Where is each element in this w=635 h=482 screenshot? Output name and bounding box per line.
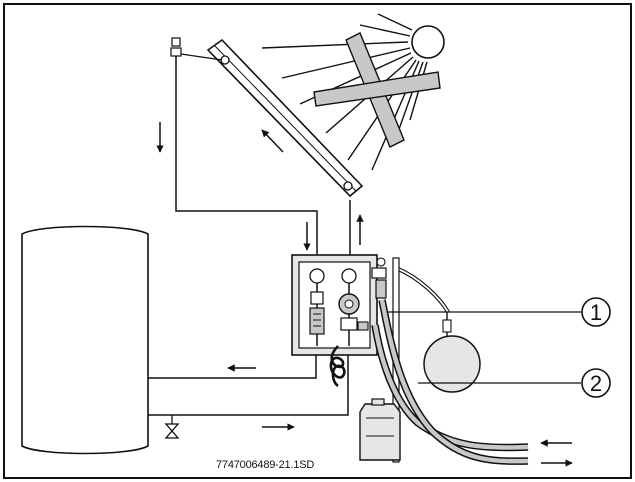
air-vent-icon (170, 37, 223, 61)
storage-tank (21, 225, 149, 455)
diagram-frame (3, 3, 632, 479)
callout-2: 2 (581, 368, 611, 398)
callout-1-label: 1 (590, 300, 602, 325)
callout-2-label: 2 (590, 371, 602, 396)
flow-pipes (148, 56, 351, 416)
valve-icon (164, 415, 180, 439)
flow-arrows (156, 122, 573, 467)
cable-coil (329, 345, 346, 388)
pump-station (291, 254, 387, 356)
crossed-collector-icon (313, 32, 441, 148)
flexible-hoses (371, 299, 529, 465)
reference-code: 7747006489-21.1SD (216, 459, 314, 471)
canister-icon (359, 398, 401, 461)
callout-leaders (388, 311, 581, 384)
solar-collector (206, 38, 364, 198)
expansion-vessel-icon (395, 266, 481, 393)
callout-1: 1 (581, 297, 611, 327)
